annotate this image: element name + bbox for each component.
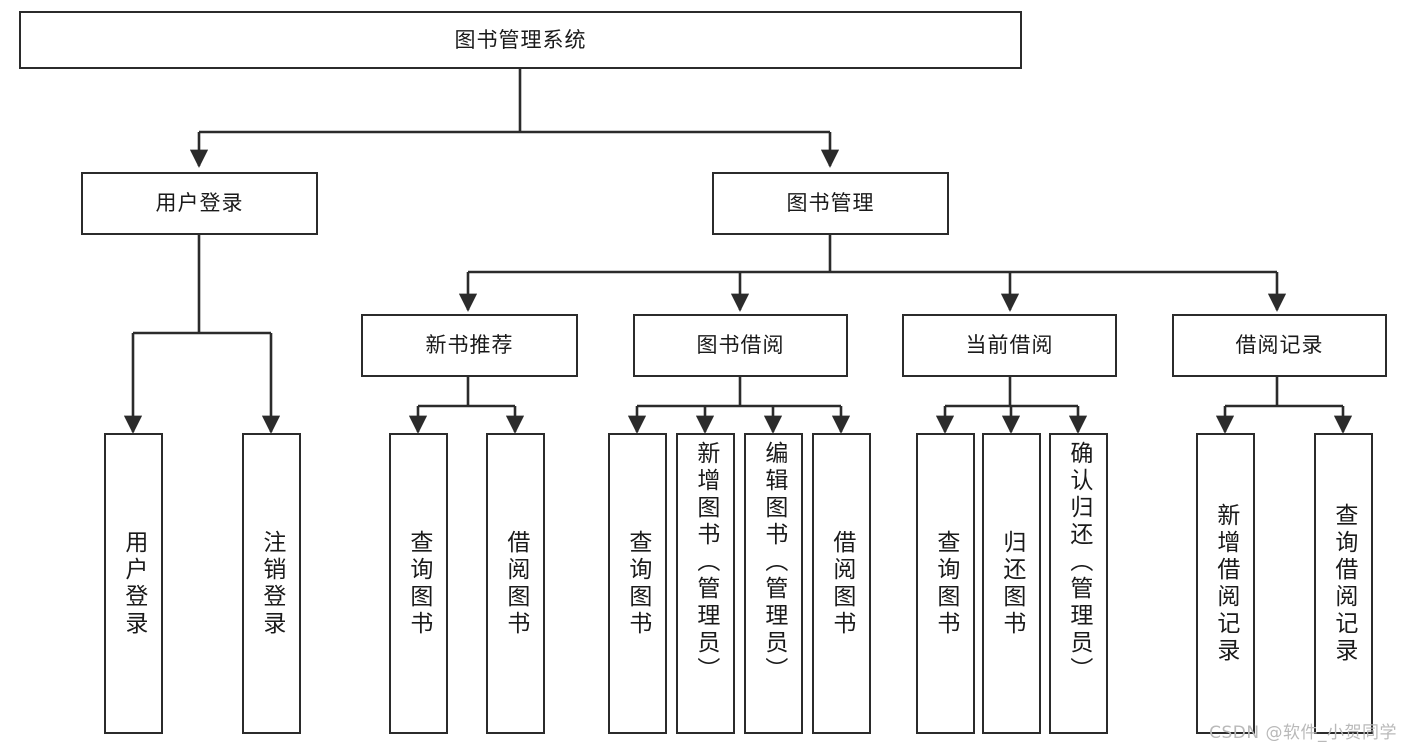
node-new-book-recommend-label: 新书推荐: [425, 333, 514, 358]
node-borrow-records-label: 借阅记录: [1235, 333, 1324, 358]
leaf-label: 注销登录: [258, 529, 285, 638]
leaf-label: 借阅图书: [502, 529, 529, 638]
leaf-label: 归还图书: [998, 529, 1025, 638]
leaf-label: 新增借阅记录: [1212, 502, 1239, 665]
leaf-label: 确认归还（管理员）: [1065, 441, 1092, 684]
node-book-borrow-label: 图书借阅: [696, 333, 785, 358]
node-root-label: 图书管理系统: [454, 27, 587, 52]
node-borrow-records[interactable]: 借阅记录: [1172, 314, 1387, 377]
node-book-management-label: 图书管理: [786, 191, 875, 216]
leaf-label: 编辑图书（管理员）: [760, 441, 787, 684]
node-current-borrow[interactable]: 当前借阅: [902, 314, 1117, 377]
leaf-label: 用户登录: [120, 529, 147, 638]
node-book-management[interactable]: 图书管理: [712, 172, 949, 235]
node-new-book-recommend[interactable]: 新书推荐: [361, 314, 578, 377]
watermark-text: CSDN @软件_小贺同学: [1209, 723, 1397, 743]
node-current-borrow-label: 当前借阅: [965, 333, 1054, 358]
leaf-label: 查询图书: [932, 529, 959, 638]
leaf-label: 查询图书: [624, 529, 651, 638]
node-user-login[interactable]: 用户登录: [81, 172, 318, 235]
leaf-book-borrow-query-book[interactable]: 查询图书: [608, 433, 667, 734]
leaf-new-book-borrow-book[interactable]: 借阅图书: [486, 433, 545, 734]
leaf-label: 查询图书: [405, 529, 432, 638]
node-user-login-label: 用户登录: [155, 191, 244, 216]
node-book-borrow[interactable]: 图书借阅: [633, 314, 848, 377]
leaf-borrow-records-query-record[interactable]: 查询借阅记录: [1314, 433, 1373, 734]
node-root-system[interactable]: 图书管理系统: [19, 11, 1022, 69]
leaf-current-borrow-confirm-return-admin[interactable]: 确认归还（管理员）: [1049, 433, 1108, 734]
leaf-book-borrow-borrow-book[interactable]: 借阅图书: [812, 433, 871, 734]
leaf-user-login-logout[interactable]: 注销登录: [242, 433, 301, 734]
leaf-current-borrow-query-book[interactable]: 查询图书: [916, 433, 975, 734]
leaf-label: 新增图书（管理员）: [692, 441, 719, 684]
leaf-user-login-login[interactable]: 用户登录: [104, 433, 163, 734]
leaf-current-borrow-return-book[interactable]: 归还图书: [982, 433, 1041, 734]
leaf-label: 查询借阅记录: [1330, 502, 1357, 665]
leaf-new-book-query-book[interactable]: 查询图书: [389, 433, 448, 734]
leaf-label: 借阅图书: [828, 529, 855, 638]
leaf-book-borrow-add-book-admin[interactable]: 新增图书（管理员）: [676, 433, 735, 734]
leaf-book-borrow-edit-book-admin[interactable]: 编辑图书（管理员）: [744, 433, 803, 734]
leaf-borrow-records-add-record[interactable]: 新增借阅记录: [1196, 433, 1255, 734]
